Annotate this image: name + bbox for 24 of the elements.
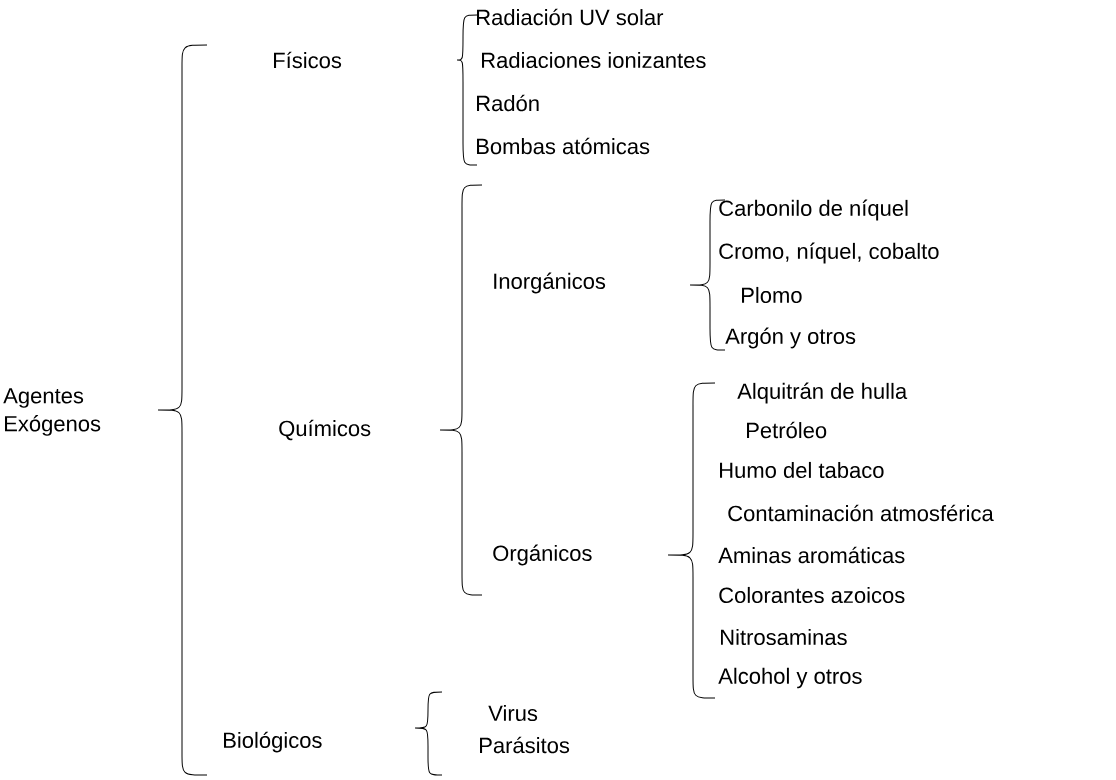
category-label: Químicos bbox=[279, 419, 371, 441]
list-item: Colorantes azoicos bbox=[719, 586, 905, 604]
list-item: Aminas aromáticas bbox=[718, 546, 905, 564]
list-item: Parásitos bbox=[480, 736, 570, 754]
list-item: Petróleo bbox=[747, 421, 827, 439]
list-item: Alcohol y otros bbox=[718, 667, 862, 689]
list-item: Argón y otros bbox=[725, 327, 856, 349]
list-item: Radón bbox=[477, 94, 539, 112]
list-item: Radiación UV solar bbox=[477, 8, 664, 26]
list-item: Radiaciones ionizantes bbox=[482, 51, 706, 69]
list-item: Humo del tabaco bbox=[720, 461, 884, 479]
category-label: Agentes Exógenos bbox=[3, 388, 101, 436]
list-item: Virus bbox=[488, 704, 538, 722]
list-item: Plomo bbox=[742, 286, 802, 304]
category-label: Físicos bbox=[274, 51, 342, 69]
list-item: Bombas atómicas bbox=[477, 137, 650, 155]
list-item: Cromo, níquel, cobalto bbox=[719, 242, 939, 264]
list-item: Nitrosaminas bbox=[721, 628, 847, 646]
category-label: Orgánicos bbox=[493, 544, 592, 566]
list-item: Alquitrán de hulla bbox=[737, 382, 908, 404]
list-item: Carbonilo de níquel bbox=[719, 199, 908, 221]
list-item: Contaminación atmosférica bbox=[728, 504, 994, 522]
category-label: Biológicos bbox=[224, 731, 322, 753]
category-label: Inorgánicos bbox=[494, 272, 606, 294]
